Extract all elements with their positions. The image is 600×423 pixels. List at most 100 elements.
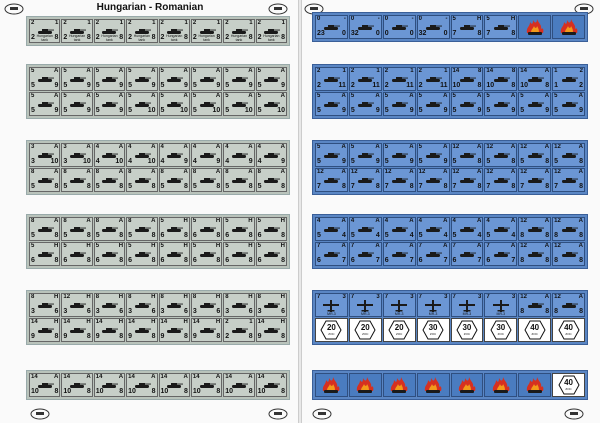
burning-wreck-counter[interactable] (484, 373, 518, 397)
burning-wreck-counter[interactable] (518, 15, 552, 39)
burning-wreck-counter[interactable] (552, 15, 585, 39)
burning-wreck-counter[interactable] (416, 373, 450, 397)
